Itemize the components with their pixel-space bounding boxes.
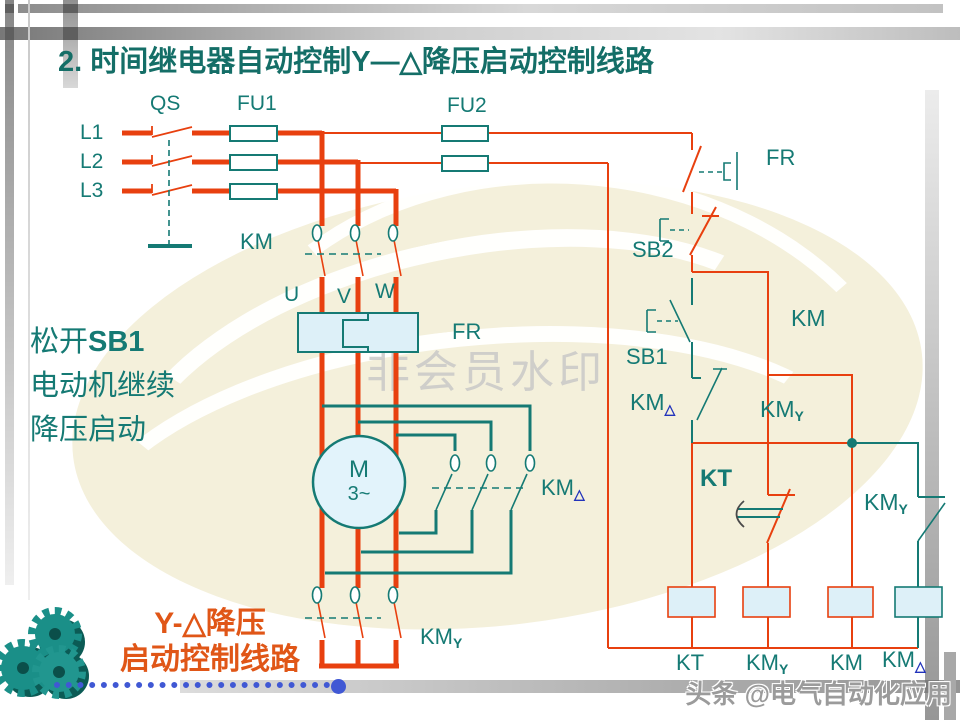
- fuse-fu2: [441, 125, 489, 172]
- km-star-mid-label: KMY: [760, 396, 804, 424]
- km-main-contacts: [305, 224, 402, 277]
- terminal-u-label: U: [284, 283, 300, 306]
- bottom-bar: [180, 680, 960, 693]
- bar-cross-block: [63, 4, 78, 13]
- bar-cross-block: [5, 4, 14, 13]
- gears-icon: [0, 607, 89, 699]
- kt-contact-label: KT: [700, 465, 732, 492]
- bar-cross-block: [925, 680, 939, 693]
- gear-3: [32, 645, 86, 699]
- km-selfhold-label: KM: [791, 305, 826, 331]
- dotted-divider: [54, 682, 330, 688]
- right-vertical-bar: [925, 90, 939, 720]
- sb2-button-symbol: [659, 218, 689, 242]
- coil-kmy-label: KMY: [746, 650, 789, 677]
- page-title: 2. 时间继电器自动控制Y—△降压启动控制线路: [58, 46, 654, 78]
- km-delta-power-label: KM△: [541, 475, 585, 502]
- qs-linkage: [148, 140, 192, 248]
- bottom-caption: Y-△降压 启动控制线路: [85, 606, 335, 678]
- left-thin-line: [28, 0, 30, 600]
- sb1-button-symbol: [646, 309, 678, 333]
- bar-cross-block: [63, 27, 78, 40]
- km-star-contacts: [305, 586, 402, 639]
- side-note: 松开SB1 电动机继续 降压启动: [30, 320, 175, 452]
- phase-label-l1: L1: [80, 121, 104, 144]
- km-star-right-label: KMY: [864, 489, 908, 517]
- coil-kt-label: KT: [676, 650, 705, 675]
- kmdelta-coil-branch: [852, 442, 946, 648]
- center-watermark: 非会员水印: [366, 348, 606, 397]
- top-thick-bar: [0, 27, 960, 40]
- caption-line1: Y-△降压: [154, 607, 266, 640]
- qs-label: QS: [150, 92, 181, 115]
- divider-end-dot: [331, 679, 346, 694]
- motor-phase: 3~: [347, 483, 371, 505]
- coil-km-label: KM: [830, 650, 863, 675]
- coil-kmd-label: KM△: [882, 647, 926, 674]
- sb1-label: SB1: [626, 344, 668, 369]
- motor-label: M 3~: [329, 456, 389, 506]
- left-vertical-bar: [5, 0, 14, 585]
- fr-contact-label: FR: [766, 145, 796, 170]
- km-delta-contacts: [432, 454, 536, 511]
- bar-cross-block: [5, 27, 14, 40]
- terminal-v-label: V: [337, 285, 352, 308]
- fr-heater: [297, 312, 419, 353]
- phase-label-l3: L3: [80, 179, 104, 202]
- side-note-line2: 电动机继续: [30, 370, 176, 402]
- coils: [667, 586, 943, 618]
- left-vertical-bar-2: [63, 0, 78, 88]
- control-feed-wires: [322, 132, 918, 649]
- km-star-power-label: KMY: [420, 624, 463, 651]
- fr-heater-label: FR: [452, 319, 482, 344]
- phase-label-l2: L2: [80, 150, 104, 173]
- sb2-label: SB2: [632, 237, 674, 262]
- caption-line2: 启动控制线路: [120, 643, 300, 676]
- fu1-label: FU1: [237, 92, 277, 115]
- fuse-fu1: [229, 125, 278, 200]
- kt-delay-symbol: [735, 500, 783, 528]
- sb1-kmdelta-branch: [669, 278, 727, 443]
- fr-contact-symbol: [699, 152, 738, 190]
- gear-1: [28, 607, 82, 661]
- km-main-label: KM: [240, 229, 273, 254]
- side-note-line3: 降压启动: [30, 414, 147, 446]
- side-note-line1: 松开SB1: [30, 326, 145, 358]
- bottom-watermark: 头条 @电气自动化应用: [685, 679, 952, 709]
- terminal-w-label: W: [375, 280, 395, 303]
- top-thin-bar: [18, 4, 943, 13]
- delta-connection-wires: [322, 404, 532, 575]
- fu2-label: FU2: [447, 94, 487, 117]
- bottom-right-corner-bar: [944, 652, 956, 720]
- qs-switch: [151, 126, 193, 196]
- motor-letter: M: [349, 456, 369, 483]
- km-delta-nc-label: KM△: [630, 389, 676, 417]
- control-rail: [682, 133, 853, 648]
- motor-symbol: [311, 434, 407, 530]
